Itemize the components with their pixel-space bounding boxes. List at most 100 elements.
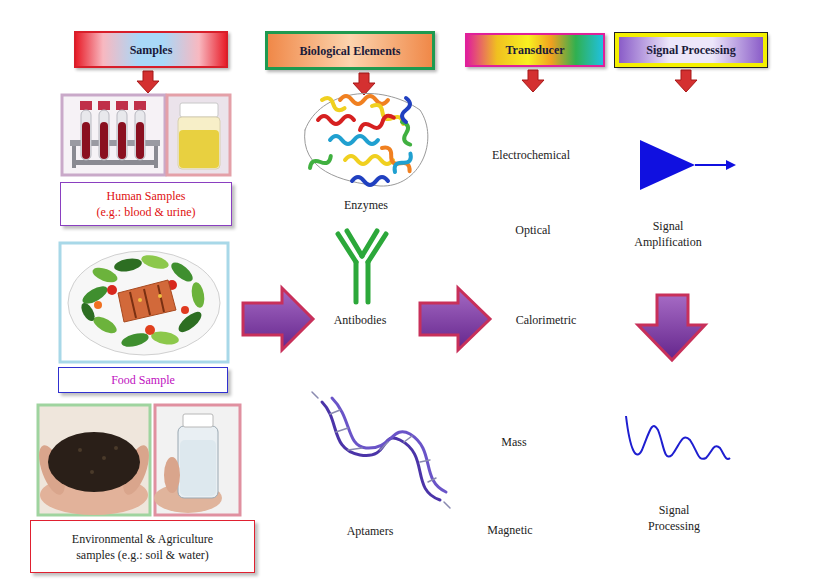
box-text: Human Samples (e.g.: blood & urine) bbox=[95, 188, 197, 220]
signal-waveform bbox=[626, 416, 730, 459]
transducer-label: Calorimetric bbox=[496, 312, 596, 328]
food-photo bbox=[60, 243, 228, 362]
aptamer-structure bbox=[332, 398, 446, 492]
transducer-label: Magnetic bbox=[475, 522, 545, 538]
aptamer-structure bbox=[322, 402, 440, 500]
box-text: Food Sample bbox=[111, 372, 175, 388]
urine-jar-photo bbox=[180, 103, 218, 117]
header-box: Samples bbox=[74, 31, 228, 68]
soil-photo bbox=[78, 448, 82, 452]
enzyme-structure bbox=[359, 114, 396, 134]
transducer-label: Electrochemical bbox=[476, 147, 586, 163]
blood-tubes-photo bbox=[134, 101, 146, 110]
antibody-icon bbox=[354, 262, 359, 302]
soil-photo bbox=[90, 470, 94, 474]
food-photo bbox=[118, 280, 176, 322]
water-sample-photo bbox=[183, 414, 213, 427]
food-photo bbox=[91, 313, 120, 336]
water-sample-photo bbox=[155, 405, 240, 515]
food-photo bbox=[107, 285, 117, 295]
blood-tubes-photo bbox=[82, 122, 90, 159]
food-photo bbox=[145, 325, 155, 335]
water-sample-photo bbox=[180, 440, 216, 496]
header-box: Transducer bbox=[465, 33, 605, 67]
enzyme-structure bbox=[308, 153, 333, 172]
antibody-icon bbox=[366, 262, 371, 302]
food-photo bbox=[138, 298, 142, 302]
blood-tubes-photo bbox=[62, 95, 165, 175]
antibody-icon bbox=[362, 231, 377, 256]
sample-caption-box: Human Samples (e.g.: blood & urine) bbox=[60, 182, 232, 226]
food-photo bbox=[140, 253, 170, 272]
transducer-label: Mass bbox=[489, 434, 539, 450]
flow-arrow bbox=[420, 288, 490, 350]
enzyme-structure bbox=[340, 96, 388, 104]
water-sample-photo bbox=[154, 405, 240, 515]
down-arrow bbox=[137, 71, 159, 93]
soil-photo bbox=[34, 405, 155, 515]
food-photo bbox=[190, 281, 206, 309]
food-photo bbox=[158, 294, 162, 298]
blood-tubes-photo bbox=[81, 110, 91, 160]
element-label: Antibodies bbox=[320, 312, 400, 328]
antibody-icon bbox=[347, 231, 362, 256]
urine-jar-photo bbox=[179, 130, 219, 168]
food-photo bbox=[113, 257, 143, 274]
enzyme-structure bbox=[402, 98, 410, 122]
enzyme-structure bbox=[345, 156, 393, 164]
enzyme-structure bbox=[398, 121, 414, 146]
aptamer-structure bbox=[312, 392, 450, 508]
signal-label: Signal Amplification bbox=[623, 218, 713, 250]
aptamer-structure bbox=[330, 410, 436, 482]
transducer-label: Optical bbox=[498, 222, 568, 238]
blood-tubes-photo bbox=[72, 146, 76, 168]
element-label: Enzymes bbox=[326, 197, 406, 213]
food-photo bbox=[175, 308, 204, 335]
blood-tubes-photo bbox=[72, 160, 158, 165]
blood-tubes-photo bbox=[80, 101, 146, 160]
soil-photo bbox=[38, 405, 150, 515]
box-text: Environmental & Agriculture samples (e.g… bbox=[63, 531, 223, 563]
soil-photo bbox=[102, 456, 106, 460]
sample-caption-box: Food Sample bbox=[58, 367, 228, 393]
flow-arrow bbox=[638, 295, 705, 360]
down-arrow bbox=[522, 70, 544, 92]
blood-tubes-photo bbox=[118, 122, 126, 159]
enzyme-structure bbox=[330, 136, 378, 144]
down-arrow bbox=[353, 73, 375, 95]
food-photo bbox=[68, 251, 220, 355]
box-text: Signal Processing bbox=[646, 42, 735, 58]
header-box: Signal Processing bbox=[615, 33, 767, 67]
enzyme-structure bbox=[352, 177, 388, 185]
enzyme-structure bbox=[321, 96, 346, 112]
down-arrow bbox=[137, 70, 697, 95]
element-label: Aptamers bbox=[330, 523, 410, 539]
enzyme-structure bbox=[392, 151, 414, 175]
sample-caption-box: Environmental & Agriculture samples (e.g… bbox=[30, 520, 255, 573]
flow-arrow bbox=[243, 288, 313, 350]
blood-tubes-photo bbox=[100, 122, 108, 159]
urine-jar-photo bbox=[167, 95, 230, 175]
header-box: Biological Elements bbox=[265, 31, 435, 70]
down-arrow bbox=[675, 70, 697, 92]
food-photo bbox=[94, 301, 102, 309]
blood-tubes-photo bbox=[135, 110, 145, 160]
blood-tubes-photo bbox=[154, 146, 158, 168]
signal-label: Signal Processing bbox=[634, 502, 714, 534]
amplifier-symbol bbox=[640, 140, 695, 190]
soil-photo bbox=[114, 446, 118, 450]
amplifier-symbol bbox=[726, 160, 736, 170]
amplifier-symbol bbox=[695, 164, 727, 166]
food-photo bbox=[181, 306, 189, 314]
box-text: Transducer bbox=[505, 42, 564, 58]
blood-tubes-photo bbox=[117, 110, 127, 160]
food-photo bbox=[130, 285, 164, 318]
blood-tubes-photo bbox=[62, 95, 165, 175]
urine-jar-photo bbox=[167, 95, 230, 175]
box-text: Samples bbox=[130, 42, 173, 58]
blood-tubes-photo bbox=[80, 101, 92, 110]
signal-waveform bbox=[626, 416, 730, 459]
